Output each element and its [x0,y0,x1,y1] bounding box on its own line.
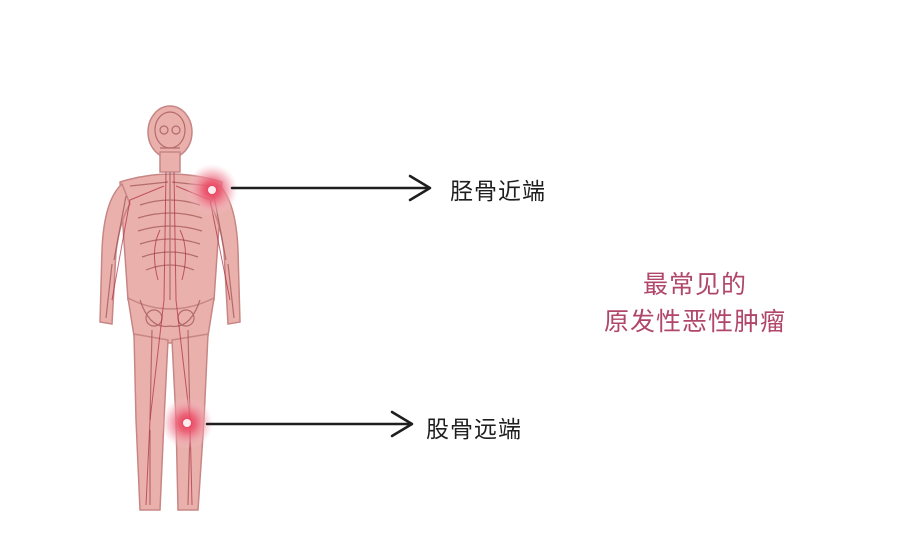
upper-location-label: 胫骨近端 [450,179,546,205]
lower-highlight-core [183,419,191,427]
upper-arrow [230,174,432,202]
upper-highlight-core [208,186,216,194]
caption: 最常见的 原发性恶性肿瘤 [580,266,810,340]
lower-location-label: 股骨远端 [426,417,522,443]
caption-line-1: 最常见的 [642,270,747,299]
caption-line-2: 原发性恶性肿瘤 [603,307,786,336]
lower-arrow [205,410,414,438]
